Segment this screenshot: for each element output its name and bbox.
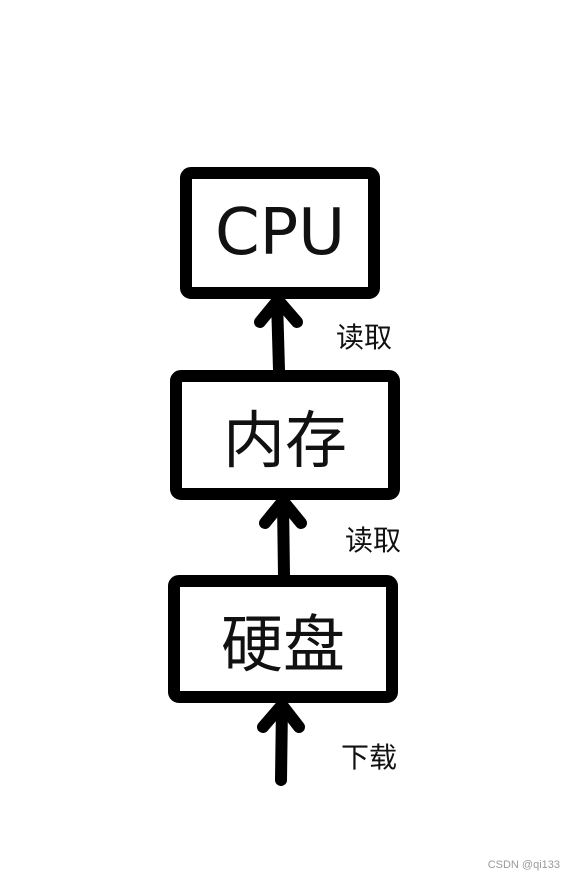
disk-label: 硬盘 (220, 608, 345, 681)
arrow-disk-to-memory (259, 495, 307, 582)
memory-label: 内存 (222, 404, 347, 477)
watermark-text: CSDN @qi133 (487, 859, 560, 871)
cpu-label: CPU (214, 196, 346, 270)
memory-box (170, 370, 400, 500)
arrow-download-to-disk (257, 699, 305, 786)
edge-label-memory-to-cpu: 读取 (336, 321, 393, 354)
cpu-box (180, 167, 380, 299)
edge-label-download: 下载 (341, 741, 398, 774)
edge-label-disk-to-memory: 读取 (345, 524, 402, 557)
arrow-memory-to-cpu (254, 294, 303, 376)
